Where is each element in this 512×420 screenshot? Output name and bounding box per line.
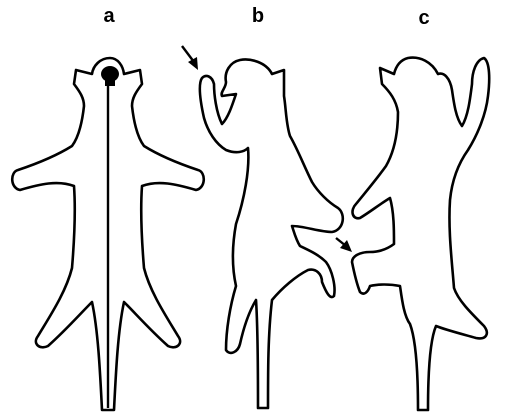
figure-b xyxy=(182,46,343,408)
panel-label-a: a xyxy=(103,5,115,27)
head-marking xyxy=(101,66,119,82)
panel-label-c: c xyxy=(418,7,429,29)
figure-b-outline xyxy=(200,60,343,408)
arrow-b-shaft xyxy=(182,46,194,62)
figure-a xyxy=(12,58,204,410)
figure-c-outline xyxy=(352,58,489,410)
panel-label-b: b xyxy=(252,5,264,27)
figure-c xyxy=(336,58,489,410)
head-marking-jaw xyxy=(105,80,115,86)
